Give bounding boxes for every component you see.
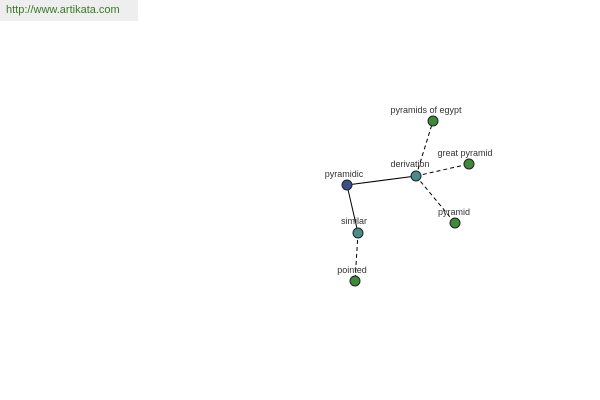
node-label-pyramids-of-egypt[interactable]: pyramids of egypt — [390, 105, 462, 115]
node-circle-pointed[interactable] — [349, 275, 361, 287]
node-circle-similar[interactable] — [352, 227, 364, 239]
edges-layer — [346, 120, 470, 282]
node-derivation[interactable]: derivation — [390, 159, 430, 182]
node-label-pointed[interactable]: pointed — [337, 265, 367, 275]
node-circle-pyramidic[interactable] — [341, 179, 353, 191]
node-pyramidic[interactable]: pyramidic — [325, 169, 364, 191]
node-label-pyramidic[interactable]: pyramidic — [325, 169, 364, 179]
edge-similar-to-pointed — [354, 232, 359, 282]
node-pyramid[interactable]: pyramid — [438, 207, 470, 229]
node-great-pyramid[interactable]: great pyramid — [437, 148, 493, 170]
node-label-derivation[interactable]: derivation — [390, 159, 429, 169]
node-label-great-pyramid[interactable]: great pyramid — [437, 148, 492, 158]
node-circle-pyramids-of-egypt[interactable] — [427, 115, 439, 127]
edge-pyramidic-to-similar — [346, 184, 359, 234]
edge-derivation-to-great-pyramid — [415, 163, 470, 177]
edge-pyramidic-to-derivation — [346, 175, 417, 186]
node-similar[interactable]: similar — [341, 216, 367, 239]
site-url-link[interactable]: http://www.artikata.com — [0, 0, 138, 21]
node-circle-great-pyramid[interactable] — [463, 158, 475, 170]
edge-derivation-to-pyramids-of-egypt — [415, 120, 434, 177]
node-circle-derivation[interactable] — [410, 170, 422, 182]
node-pointed[interactable]: pointed — [337, 265, 367, 287]
node-pyramids-of-egypt[interactable]: pyramids of egypt — [390, 105, 462, 127]
node-label-pyramid[interactable]: pyramid — [438, 207, 470, 217]
edge-derivation-to-pyramid — [415, 175, 456, 224]
nodes-layer: pyramidic derivation similar pyramids of eg… — [325, 105, 493, 287]
node-circle-pyramid[interactable] — [449, 217, 461, 229]
node-label-similar[interactable]: similar — [341, 216, 367, 226]
